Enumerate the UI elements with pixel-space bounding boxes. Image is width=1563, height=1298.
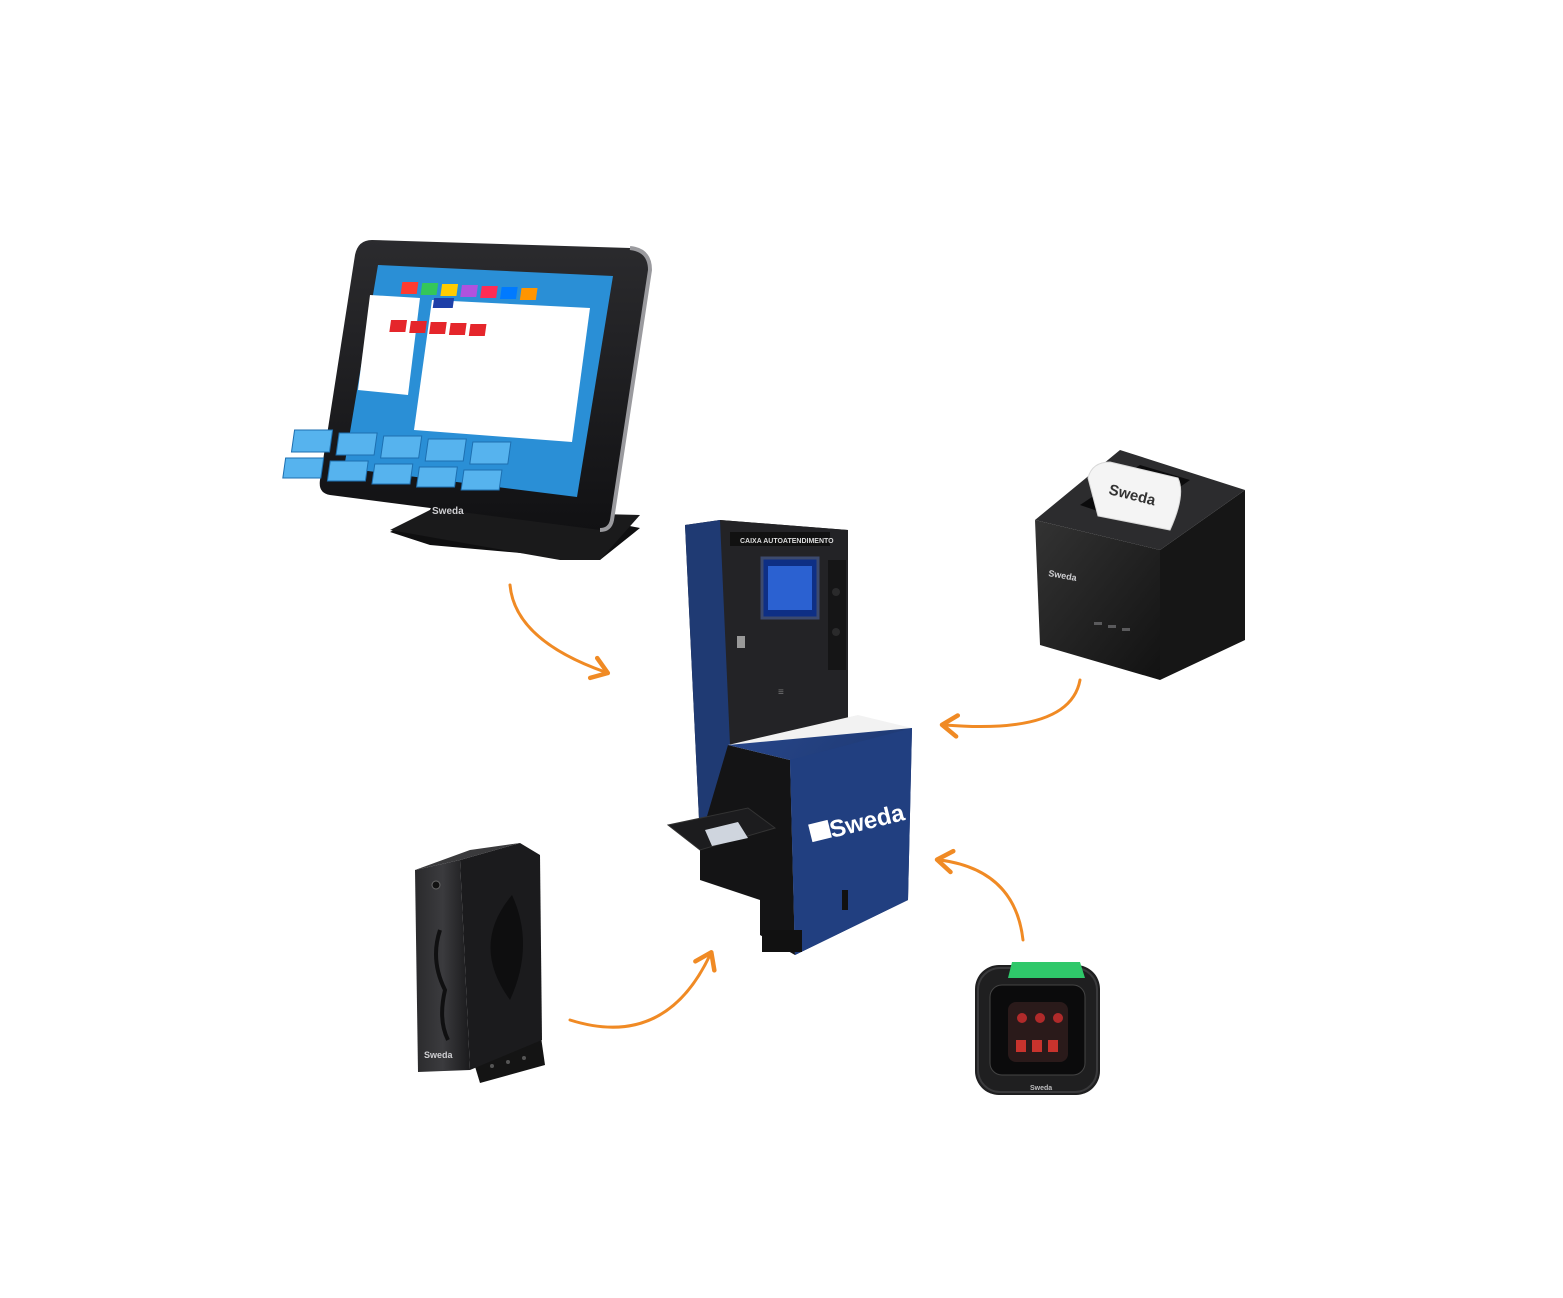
kiosk-card-slot xyxy=(737,636,745,648)
pc-brand-label: Sweda xyxy=(424,1050,454,1060)
connection-arrows xyxy=(508,583,1082,1029)
printer-side xyxy=(1160,490,1245,680)
self-checkout-kiosk-icon: CAIXA AUTOATENDIMENTO ≡ Sweda xyxy=(666,520,912,955)
kiosk-header-strip xyxy=(730,532,830,546)
arrow-printer-to-kiosk xyxy=(939,678,1082,739)
pc-power-button-icon xyxy=(431,880,441,890)
arrow-pc-to-kiosk xyxy=(568,950,717,1029)
kiosk-side-panel xyxy=(828,560,846,670)
touchscreen-pos-monitor-icon: Sweda xyxy=(282,240,653,560)
monitor-screen-buttons xyxy=(282,429,512,491)
pc-top xyxy=(415,843,520,870)
monitor-brand-label: Sweda xyxy=(432,506,464,517)
thermal-receipt-printer-icon: Sweda Sweda xyxy=(1035,450,1245,680)
scanner-green-strip xyxy=(1008,962,1085,978)
scanner-brand-label: Sweda xyxy=(1030,1085,1052,1092)
monitor-screen-tiles xyxy=(389,282,538,336)
scanner-lens-array xyxy=(1016,1013,1063,1052)
arrow-scanner-to-kiosk xyxy=(934,848,1025,942)
pc-front xyxy=(415,860,470,1072)
kiosk-small-logo: ≡ xyxy=(778,687,784,698)
printer-status-leds xyxy=(1094,622,1130,631)
kiosk-cabinet-left xyxy=(700,745,795,955)
barcode-scanner-icon: Sweda xyxy=(975,962,1100,1095)
kiosk-header-text: CAIXA AUTOATENDIMENTO xyxy=(740,538,834,545)
pc-side-curve xyxy=(490,895,524,1000)
printer-paper xyxy=(1087,461,1182,531)
monitor-screen-main-panel xyxy=(414,300,590,442)
kiosk-blue-edge xyxy=(685,520,730,840)
printer-front xyxy=(1035,520,1160,680)
mini-pc-tower-icon: Sweda xyxy=(415,843,545,1083)
arrow-monitor-to-kiosk xyxy=(508,583,611,681)
